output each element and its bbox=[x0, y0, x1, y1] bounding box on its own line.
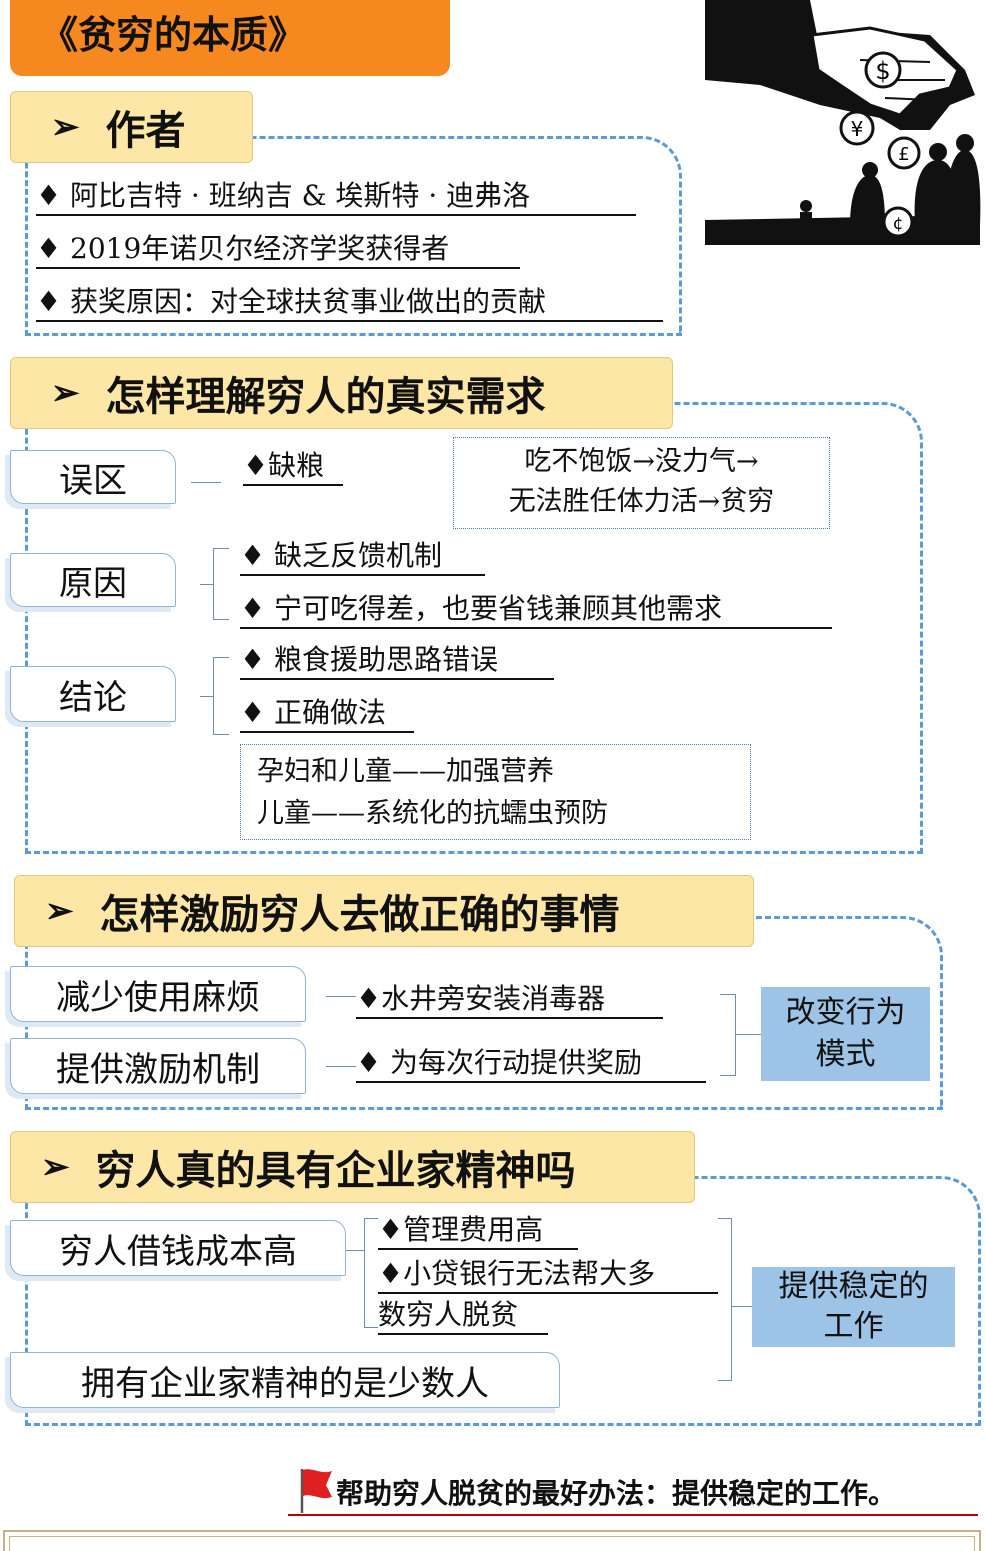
borrowing-cost-label: 穷人借钱成本高 bbox=[10, 1220, 346, 1276]
bottom-border-inner bbox=[9, 1536, 975, 1551]
conclusion-item: ♦ 正确做法 bbox=[240, 695, 414, 733]
reduce-hassle-label: 减少使用麻烦 bbox=[10, 966, 306, 1022]
arrow-icon: ➢ bbox=[45, 891, 74, 931]
conclusion-text: 帮助穷人脱贫的最好办法：提供稳定的工作。 bbox=[336, 1477, 897, 1510]
bracket bbox=[720, 994, 736, 1076]
disinfector-item: ♦水井旁安装消毒器 bbox=[356, 981, 663, 1019]
section4-heading-text: 穷人真的具有企业家精神吗 bbox=[95, 1147, 576, 1194]
nobel-prize: ♦ 2019年诺贝尔经济学奖获得者 bbox=[36, 231, 520, 269]
connector-line bbox=[200, 584, 213, 585]
entrepreneur-label: 拥有企业家精神的是少数人 bbox=[10, 1352, 560, 1408]
stable-job-box: 提供稳定的工作 bbox=[752, 1267, 955, 1347]
section1-heading: ➢ 作者 bbox=[10, 91, 253, 163]
myth-note: 吃不饱饭→没力气→ 无法胜任体力活→贫穷 bbox=[453, 437, 830, 529]
conclusion-note-line: 儿童——系统化的抗蠕虫预防 bbox=[257, 798, 608, 829]
section3-heading: ➢ 怎样激励穷人去做正确的事情 bbox=[14, 875, 754, 947]
section2-heading-text: 怎样理解穷人的真实需求 bbox=[105, 373, 546, 420]
section3-heading-text: 怎样激励穷人去做正确的事情 bbox=[99, 891, 620, 938]
myth-note-line: 吃不饱饭→没力气→ bbox=[524, 446, 759, 477]
myth-note-line: 无法胜任体力活→贫穷 bbox=[508, 486, 775, 517]
cent-coin-icon: ¢ bbox=[882, 206, 914, 238]
result-line: 模式 bbox=[815, 1037, 876, 1072]
reason-item: ♦ 宁可吃得差，也要省钱兼顾其他需求 bbox=[240, 591, 832, 629]
conclusion-item: ♦ 粮食援助思路错误 bbox=[240, 642, 554, 680]
footer-underline bbox=[288, 1514, 978, 1516]
result-line: 提供稳定的 bbox=[778, 1269, 929, 1304]
result-line: 改变行为 bbox=[785, 995, 906, 1030]
connector-line bbox=[732, 1306, 752, 1307]
myth-item: ♦缺粮 bbox=[243, 448, 343, 486]
connector-line bbox=[191, 482, 221, 483]
illustration: $ ¥ £ ¢ bbox=[705, 0, 981, 245]
bracket bbox=[364, 1218, 378, 1328]
hand-icon bbox=[705, 0, 975, 130]
section2-heading: ➢ 怎样理解穷人的真实需求 bbox=[10, 357, 673, 429]
bracket bbox=[718, 1218, 732, 1381]
microcredit-item: ♦小贷银行无法帮大多 bbox=[378, 1256, 718, 1294]
incentive-label: 提供激励机制 bbox=[10, 1038, 306, 1094]
page-title: 《贫穷的本质》 bbox=[10, 0, 450, 76]
dollar-coin-icon: $ bbox=[864, 51, 902, 89]
author-names: ♦ 阿比吉特 · 班纳吉 & 埃斯特 · 迪弗洛 bbox=[36, 178, 636, 216]
conclusion-note-line: 孕妇和儿童——加强营养 bbox=[257, 756, 554, 787]
result-line: 工作 bbox=[823, 1309, 884, 1344]
flag-icon bbox=[300, 1469, 332, 1513]
reward-item: ♦ 为每次行动提供奖励 bbox=[356, 1045, 706, 1083]
bracket bbox=[213, 657, 229, 735]
conclusion-label: 结论 bbox=[10, 666, 176, 722]
section1-heading-text: 作者 bbox=[105, 107, 186, 154]
microcredit-item-cont: 数穷人脱贫 bbox=[378, 1297, 548, 1335]
prize-reason: ♦ 获奖原因：对全球扶贫事业做出的贡献 bbox=[36, 284, 663, 322]
yen-coin-icon: ¥ bbox=[839, 110, 875, 146]
bracket bbox=[213, 548, 229, 620]
conclusion-note: 孕妇和儿童——加强营养 儿童——系统化的抗蠕虫预防 bbox=[240, 744, 751, 840]
svg-text:£: £ bbox=[898, 144, 909, 165]
myth-label: 误区 bbox=[10, 450, 176, 504]
reason-label: 原因 bbox=[10, 553, 176, 607]
section1-frame bbox=[25, 136, 682, 336]
svg-text:¥: ¥ bbox=[851, 117, 864, 141]
connector-line bbox=[326, 1066, 356, 1067]
svg-text:$: $ bbox=[875, 57, 890, 85]
connector-line bbox=[736, 1034, 761, 1035]
pound-coin-icon: £ bbox=[887, 136, 921, 170]
behavior-change-box: 改变行为模式 bbox=[761, 987, 930, 1081]
management-cost-item: ♦管理费用高 bbox=[378, 1212, 578, 1250]
connector-line bbox=[346, 1250, 364, 1251]
bottom-border bbox=[3, 1530, 981, 1551]
arrow-icon: ➢ bbox=[51, 107, 80, 147]
reason-item: ♦ 缺乏反馈机制 bbox=[240, 538, 485, 576]
connector-line bbox=[200, 696, 213, 697]
crowd-icon bbox=[705, 134, 981, 245]
arrow-icon: ➢ bbox=[41, 1147, 70, 1187]
arrow-icon: ➢ bbox=[51, 373, 80, 413]
svg-text:¢: ¢ bbox=[893, 214, 904, 234]
connector-line bbox=[326, 996, 356, 997]
section4-heading: ➢ 穷人真的具有企业家精神吗 bbox=[10, 1131, 695, 1203]
